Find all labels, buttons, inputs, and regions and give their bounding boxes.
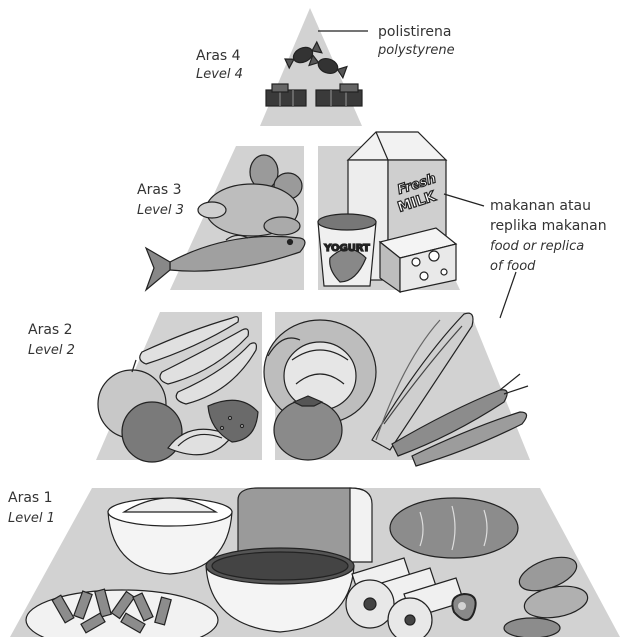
food-leader-line-1 <box>444 194 484 206</box>
polystyrene-label: polistirena <box>378 24 451 40</box>
level-1-label-en: Level 1 <box>8 511 55 526</box>
level-4-label-en: Level 4 <box>196 67 243 82</box>
orange-illustration <box>122 402 182 462</box>
level-4-label: Aras 4 <box>196 48 241 64</box>
yogurt-label: YOGURT <box>323 243 370 254</box>
level-2-label: Aras 2 <box>28 322 73 338</box>
food-label-en-line1: food or replica <box>490 239 584 254</box>
yogurt-cup-illustration: YOGURT <box>318 214 376 286</box>
food-label-line1: makanan atau <box>490 198 591 214</box>
level-3-label: Aras 3 <box>137 182 182 198</box>
level-2-label-en: Level 2 <box>28 343 75 358</box>
food-label-en-line2: of food <box>490 259 536 274</box>
level-3-label-en: Level 3 <box>137 203 184 218</box>
bread-roll-illustration <box>390 498 518 558</box>
food-leader-line-2 <box>500 272 516 318</box>
food-label-line2: replika makanan <box>490 218 607 234</box>
level-1-label: Aras 1 <box>8 490 53 506</box>
polystyrene-label-en: polystyrene <box>377 43 455 58</box>
